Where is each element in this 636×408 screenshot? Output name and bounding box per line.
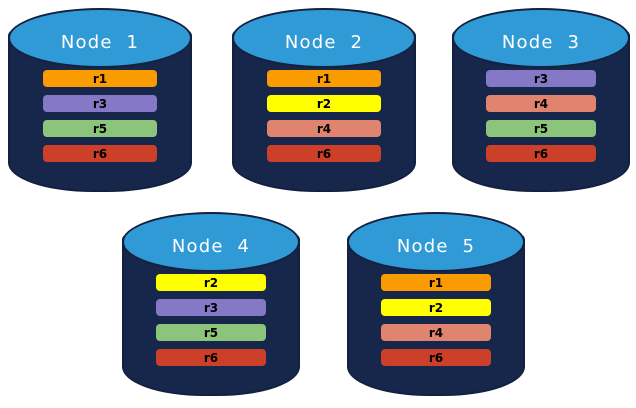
database-node-2[interactable]: Node 2 r1 r2 r4 r6 xyxy=(232,8,416,192)
replica-bar-r6[interactable]: r6 xyxy=(486,145,596,162)
cylinder-top-ellipse xyxy=(8,8,192,68)
replica-bar-r1[interactable]: r1 xyxy=(267,70,381,87)
cylinder-shape xyxy=(347,212,525,396)
replica-list: r3 r4 r5 r6 xyxy=(452,70,630,162)
replica-bar-r6[interactable]: r6 xyxy=(381,349,491,366)
replica-list: r1 r3 r5 r6 xyxy=(8,70,192,162)
node-label: Node 3 xyxy=(501,31,581,53)
replica-list: r1 r2 r4 r6 xyxy=(347,274,525,366)
replica-bar-r5[interactable]: r5 xyxy=(486,120,596,137)
replica-bar-r2[interactable]: r2 xyxy=(156,274,266,291)
cylinder-top-ellipse xyxy=(452,8,630,68)
replica-bar-r6[interactable]: r6 xyxy=(267,145,381,162)
replica-bar-r3[interactable]: r3 xyxy=(156,299,266,316)
replica-bar-r2[interactable]: r2 xyxy=(267,95,381,112)
replica-bar-r3[interactable]: r3 xyxy=(43,95,157,112)
replica-bar-r6[interactable]: r6 xyxy=(156,349,266,366)
node-label: Node 2 xyxy=(284,31,364,53)
cylinder-shape xyxy=(8,8,192,192)
replica-bar-r1[interactable]: r1 xyxy=(43,70,157,87)
replica-bar-r2[interactable]: r2 xyxy=(381,299,491,316)
database-node-4[interactable]: Node 4 r2 r3 r5 r6 xyxy=(122,212,300,396)
replica-bar-r5[interactable]: r5 xyxy=(156,324,266,341)
replica-bar-r4[interactable]: r4 xyxy=(381,324,491,341)
database-node-1[interactable]: Node 1 r1 r3 r5 r6 xyxy=(8,8,192,192)
node-label: Node 1 xyxy=(60,31,140,53)
replica-bar-r4[interactable]: r4 xyxy=(267,120,381,137)
cylinder-top-ellipse xyxy=(232,8,416,68)
cylinder-top-ellipse xyxy=(122,212,300,272)
replica-list: r2 r3 r5 r6 xyxy=(122,274,300,366)
replica-bar-r5[interactable]: r5 xyxy=(43,120,157,137)
node-label: Node 4 xyxy=(171,235,251,257)
node-label: Node 5 xyxy=(396,235,476,257)
replica-bar-r6[interactable]: r6 xyxy=(43,145,157,162)
database-node-5[interactable]: Node 5 r1 r2 r4 r6 xyxy=(347,212,525,396)
replica-bar-r1[interactable]: r1 xyxy=(381,274,491,291)
cylinder-top-ellipse xyxy=(347,212,525,272)
database-node-3[interactable]: Node 3 r3 r4 r5 r6 xyxy=(452,8,630,192)
replica-bar-r4[interactable]: r4 xyxy=(486,95,596,112)
replica-bar-r3[interactable]: r3 xyxy=(486,70,596,87)
replica-list: r1 r2 r4 r6 xyxy=(232,70,416,162)
